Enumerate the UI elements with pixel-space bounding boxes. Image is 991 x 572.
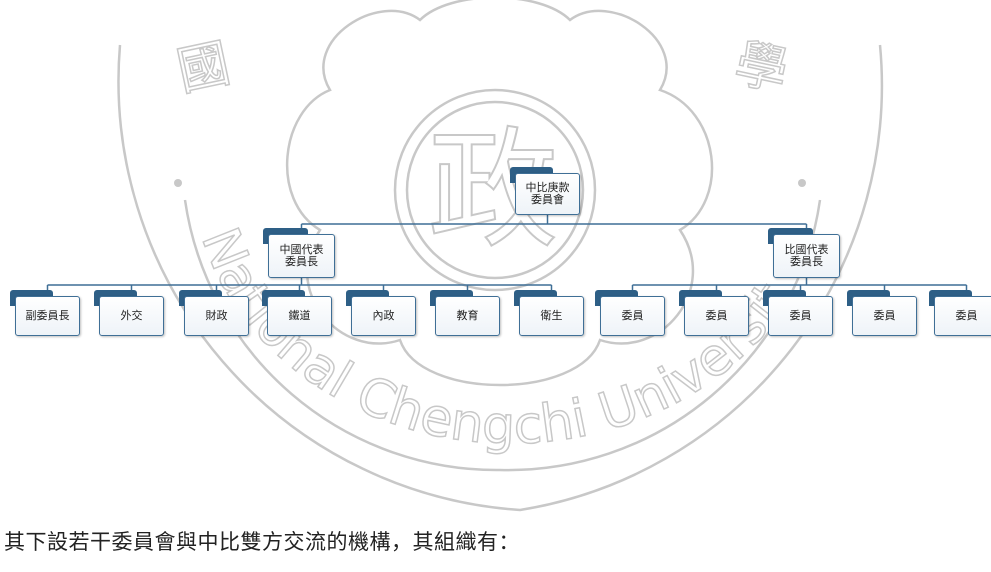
center-circle-inner: [405, 100, 585, 280]
leaf-node-0-4-box: 內政: [351, 296, 416, 336]
leaf-node-0-0: 副委員長: [10, 290, 80, 336]
leaf-node-1-0-box: 委員: [600, 296, 665, 336]
leaf-node-0-6: 衛生: [514, 290, 584, 336]
branch-node-1: 比國代表 委員長: [768, 228, 840, 278]
leaf-node-0-3: 鐵道: [262, 290, 332, 336]
leaf-node-0-4-label: 內政: [372, 309, 395, 322]
caption-text: 其下設若干委員會與中比雙方交流的機構，其組織有：: [4, 530, 520, 554]
leaf-node-0-6-box: 衛生: [519, 296, 584, 336]
branch-node-1-label: 比國代表 委員長: [784, 243, 829, 268]
leaf-node-1-1-box: 委員: [684, 296, 749, 336]
root-node: 中比庚款 委員會: [510, 167, 580, 215]
leaf-node-1-4-box: 委員: [934, 296, 991, 336]
seal-outer-ring: [117, 44, 884, 512]
leaf-node-1-2: 委員: [763, 290, 833, 336]
leaf-node-1-2-box: 委員: [768, 296, 833, 336]
leaf-node-0-2-label: 財政: [205, 309, 228, 322]
leaf-node-1-4-label: 委員: [955, 309, 978, 322]
leaf-node-0-3-label: 鐵道: [288, 309, 311, 322]
leaf-node-0-1: 外交: [94, 290, 164, 336]
leaf-node-0-5-box: 教育: [435, 296, 500, 336]
leaf-node-1-0-label: 委員: [621, 309, 644, 322]
seal-dot-right: [798, 179, 806, 187]
leaf-node-1-3-box: 委員: [852, 296, 917, 336]
branch-node-1-box: 比國代表 委員長: [773, 234, 840, 278]
leaf-node-1-3-label: 委員: [873, 309, 896, 322]
leaf-node-1-2-label: 委員: [789, 309, 812, 322]
center-circle: [393, 88, 597, 292]
leaf-node-0-0-label: 副委員長: [25, 309, 70, 322]
branch-node-0-label: 中國代表 委員長: [279, 243, 324, 268]
branch-node-0-box: 中國代表 委員長: [268, 234, 335, 278]
branch-node-0: 中國代表 委員長: [263, 228, 335, 278]
leaf-node-0-4: 內政: [346, 290, 416, 336]
org-chart-connectors: [46, 215, 968, 296]
leaf-node-0-1-box: 外交: [99, 296, 164, 336]
leaf-node-0-2-box: 財政: [184, 296, 249, 336]
leaf-node-1-1-label: 委員: [705, 309, 728, 322]
root-node-box: 中比庚款 委員會: [515, 173, 580, 215]
leaf-node-0-6-label: 衛生: [540, 309, 563, 322]
leaf-node-0-1-label: 外交: [120, 309, 143, 322]
leaf-node-0-5-label: 教育: [456, 309, 479, 322]
leaf-node-0-2: 財政: [179, 290, 249, 336]
plum-blossom-outline: [285, 0, 714, 387]
leaf-node-1-0: 委員: [595, 290, 665, 336]
seal-dot-left: [174, 179, 182, 187]
leaf-node-0-5: 教育: [430, 290, 500, 336]
root-node-label: 中比庚款 委員會: [525, 181, 570, 206]
leaf-node-0-0-box: 副委員長: [15, 296, 80, 336]
leaf-node-1-4: 委員: [929, 290, 991, 336]
org-chart: 中比庚款 委員會中國代表 委員長副委員長 外交 財政 鐵道 內政 教育 衛生 比國代表 委員長…: [10, 167, 991, 336]
leaf-node-1-1: 委員: [679, 290, 749, 336]
leaf-node-0-3-box: 鐵道: [267, 296, 332, 336]
leaf-node-1-3: 委員: [847, 290, 917, 336]
